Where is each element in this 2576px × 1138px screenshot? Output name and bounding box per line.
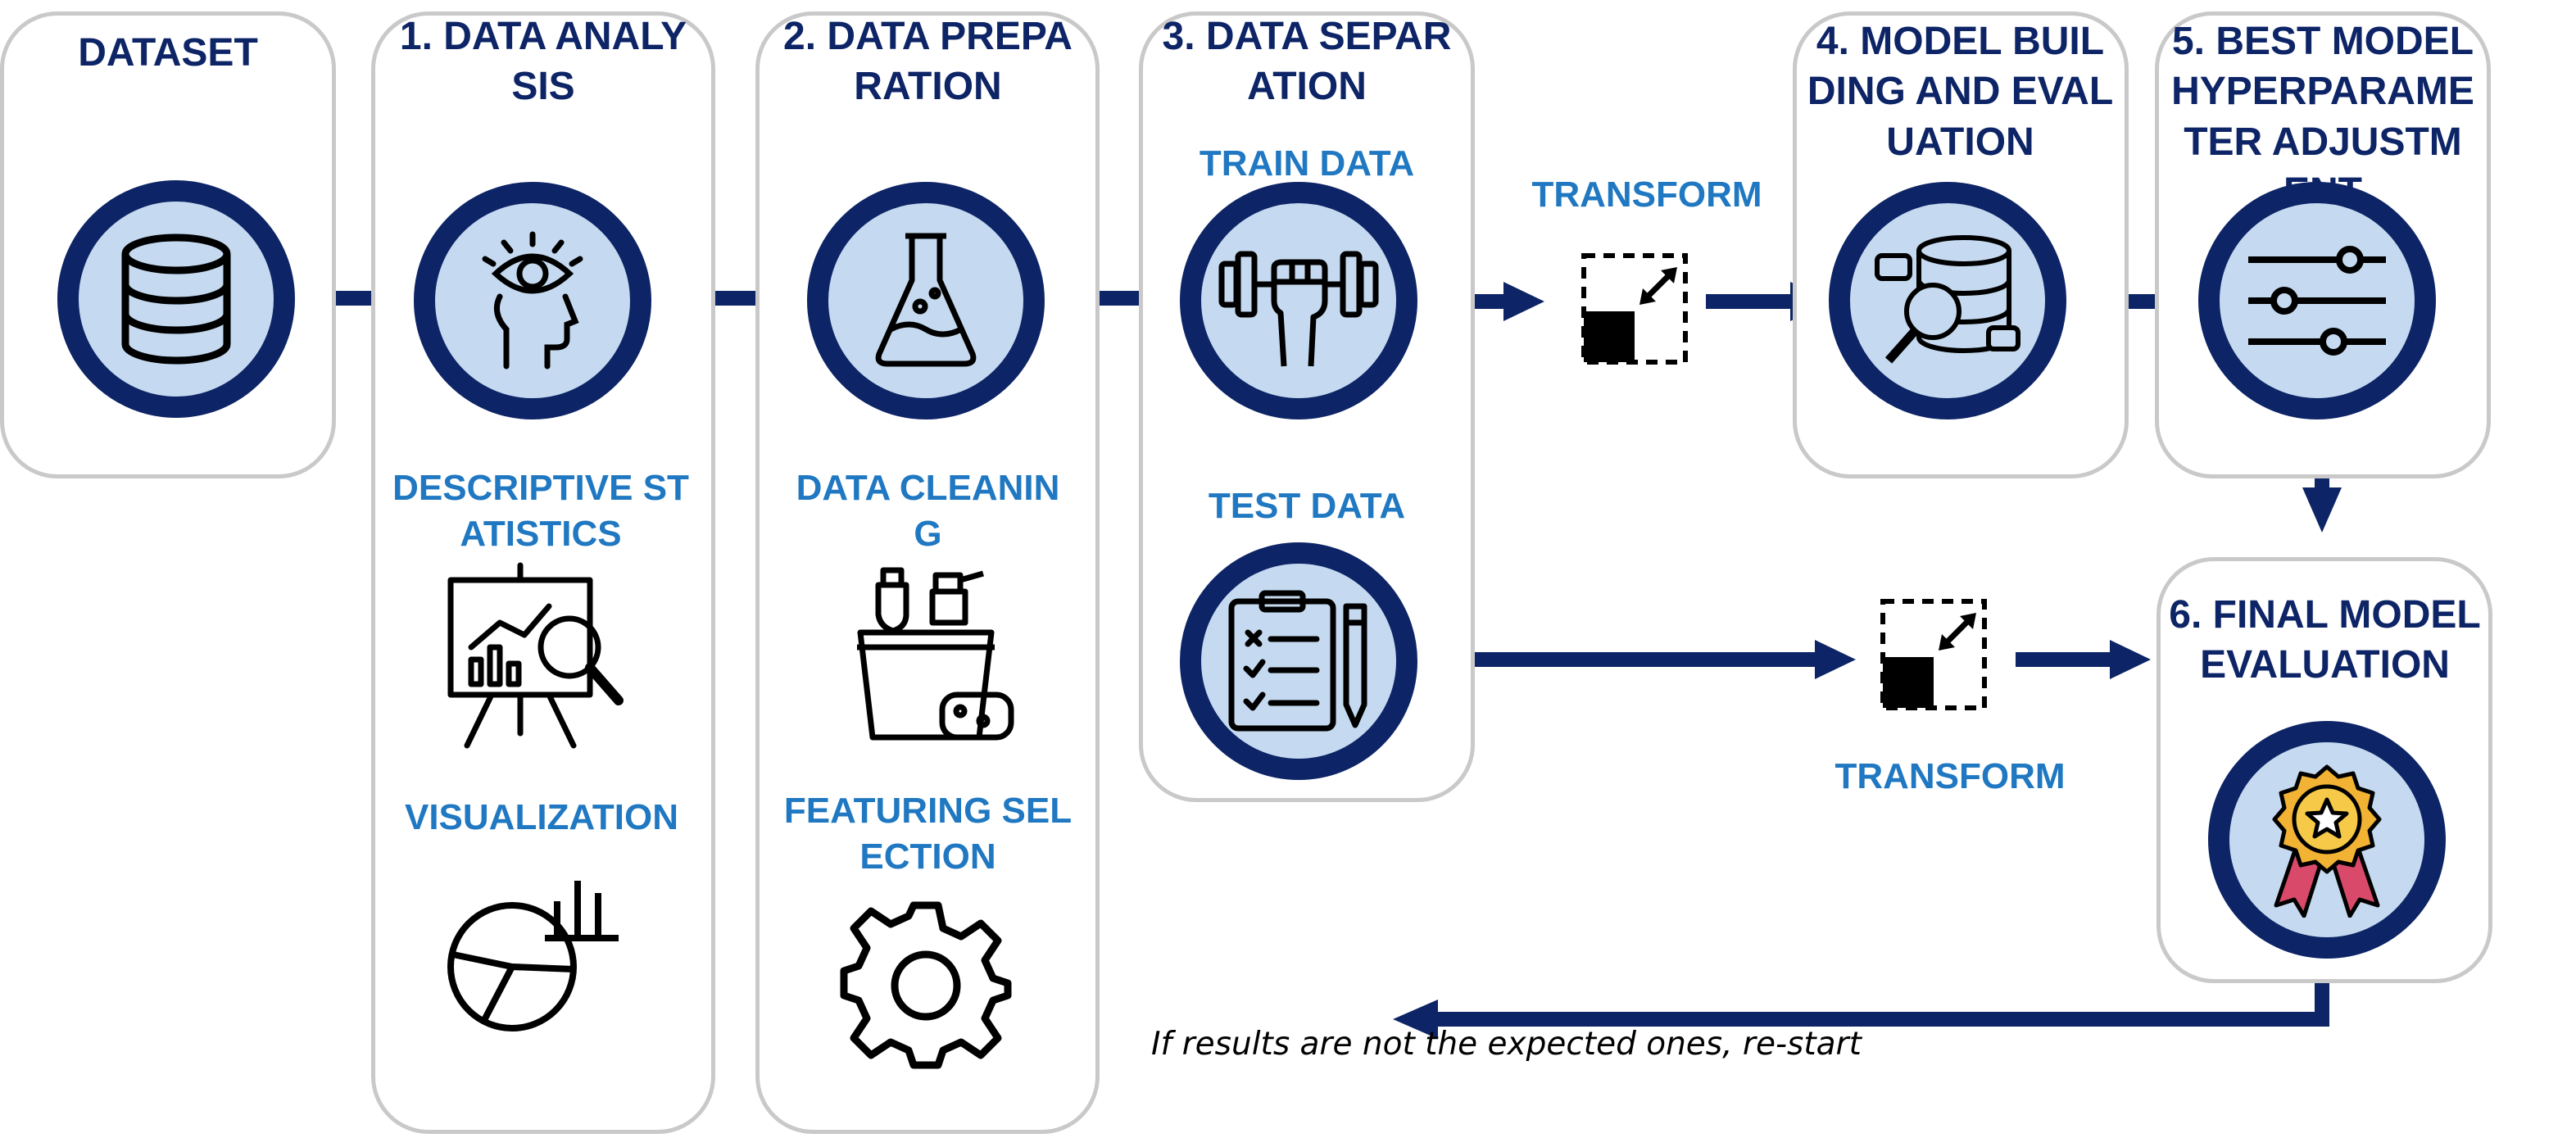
label-transform-top: TRANSFORM	[1531, 175, 1762, 215]
stage-title-data-separation: 3. DATA SEPARATION	[1162, 15, 1452, 109]
stage-circle-final-evaluation	[2208, 721, 2446, 959]
checklist-clipboard-icon	[1228, 590, 1367, 731]
sliders-icon	[2248, 246, 2386, 356]
cleaning-supplies-icon	[852, 565, 1016, 746]
gear-icon	[836, 893, 1016, 1073]
label-featuring-selection: FEATURING SELECTION	[783, 791, 1073, 877]
stage-circle-dataset	[57, 180, 295, 418]
presentation-board-magnifier-icon	[438, 557, 635, 754]
label-data-cleaning: DATA CLEANING	[796, 468, 1060, 555]
label-transform-bottom: TRANSFORM	[1834, 756, 2066, 796]
label-train-data: TRAIN DATA	[1199, 143, 1415, 184]
stage-circle-data-preparation	[807, 182, 1045, 419]
stage-title-data-analysis: 1. DATA ANALYSIS	[399, 15, 687, 109]
award-medal-icon	[2272, 764, 2382, 918]
flask-icon	[875, 233, 977, 367]
stage-circle-model-building	[1829, 182, 2066, 419]
label-descriptive-statistics: DESCRIPTIVE STATISTICS	[392, 468, 689, 555]
stage-title-data-preparation: 2. DATA PREPARATION	[783, 15, 1073, 109]
stage-circle-hyperparameter	[2198, 182, 2436, 419]
dumbbell-fist-icon	[1218, 251, 1379, 367]
pie-chart-bars-icon	[447, 873, 627, 1036]
arrow-restart-loop	[1434, 979, 2329, 1027]
restart-loop-note: If results are not the expected ones, re…	[1151, 1026, 1862, 1063]
stage-circle-data-analysis	[414, 182, 651, 419]
database-icon	[121, 233, 231, 365]
resize-transform-icon-bottom	[1876, 592, 1991, 714]
stage-title-hyperparameter: 5. BEST MODEL HYPERPARAMETER ADJUSTMENT	[2171, 20, 2474, 214]
label-test-data: TEST DATA	[1208, 486, 1406, 526]
stage-circle-test-data	[1180, 542, 1417, 780]
stage-circle-train-data	[1180, 182, 1417, 419]
eye-head-icon	[482, 231, 583, 370]
resize-transform-icon	[1577, 246, 1692, 369]
stage-title-dataset: DATASET	[78, 31, 258, 75]
label-visualization: VISUALIZATION	[404, 797, 679, 837]
stage-title-model-building: 4. MODEL BUILDING AND EVALUATION	[1807, 20, 2114, 164]
stage-title-final-evaluation: 6. FINAL MODEL EVALUATION	[2169, 593, 2481, 687]
database-magnifier-icon	[1875, 235, 2020, 364]
